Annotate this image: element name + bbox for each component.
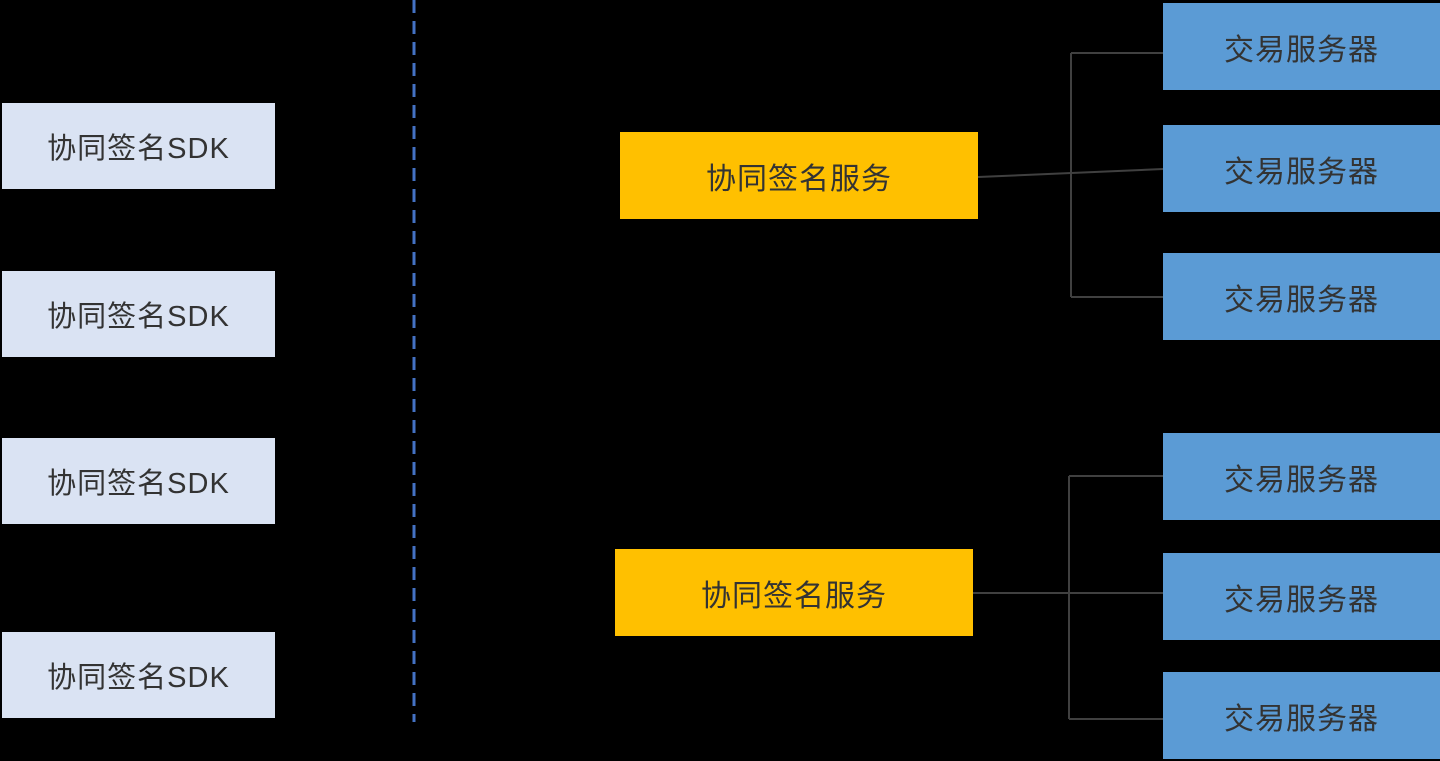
- trade-server-box-4: 交易服务器: [1163, 433, 1440, 520]
- signing-service-box-1: 协同签名服务: [620, 132, 978, 219]
- trade-server-box-3: 交易服务器: [1163, 253, 1440, 340]
- sdk-box-1: 协同签名SDK: [2, 103, 275, 189]
- sdk-box-3: 协同签名SDK: [2, 438, 275, 524]
- sdk-box-2: 协同签名SDK: [2, 271, 275, 357]
- signing-service-box-2: 协同签名服务: [615, 549, 973, 636]
- trade-server-box-6: 交易服务器: [1163, 672, 1440, 759]
- trade-server-box-5: 交易服务器: [1163, 553, 1440, 640]
- trade-server-box-1: 交易服务器: [1163, 3, 1440, 90]
- trade-server-box-2: 交易服务器: [1163, 125, 1440, 212]
- sdk-box-4: 协同签名SDK: [2, 632, 275, 718]
